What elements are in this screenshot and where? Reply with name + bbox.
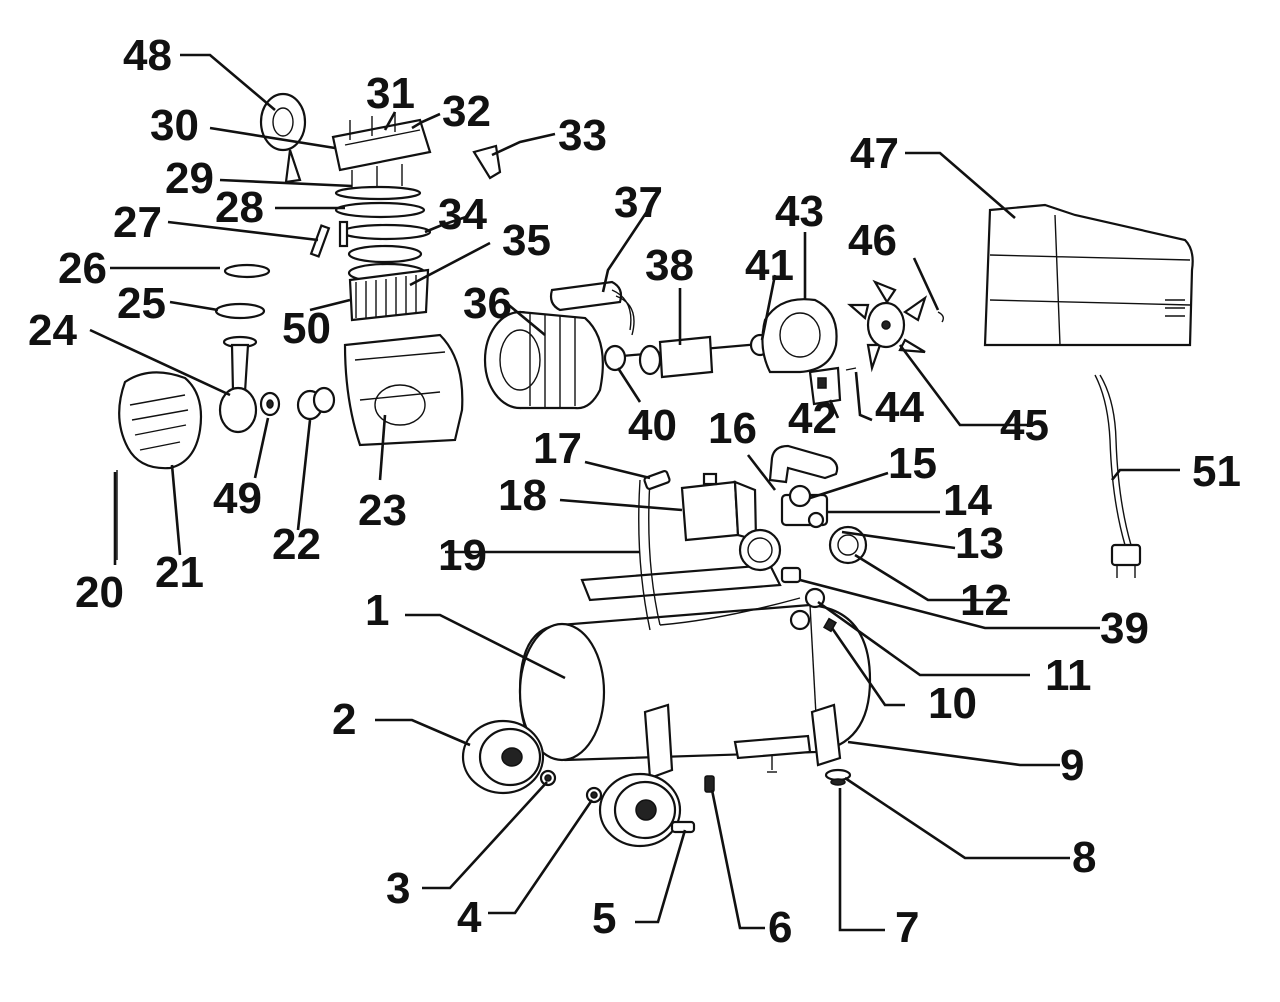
- label-24: 24: [28, 306, 77, 355]
- label-4: 4: [457, 893, 482, 942]
- fitting-part-10: [823, 617, 837, 633]
- label-32: 32: [442, 87, 491, 136]
- label-14: 14: [943, 476, 992, 525]
- gasket-part-34: [340, 223, 432, 241]
- valve-manifold-part: [780, 484, 829, 529]
- label-51: 51: [1192, 447, 1241, 496]
- label-49: 49: [213, 474, 262, 523]
- label-43: 43: [775, 187, 824, 236]
- label-1: 1: [365, 586, 389, 635]
- piston-pin-part: [309, 224, 331, 258]
- label-11: 11: [1045, 651, 1092, 700]
- label-9: 9: [1060, 741, 1084, 790]
- piston-ring-part-26: [223, 263, 271, 279]
- nut-part-4: [585, 786, 603, 804]
- label-45: 45: [1000, 401, 1049, 450]
- fan-cover-part: [116, 371, 203, 560]
- label-18: 18: [498, 471, 547, 520]
- nut-part-3: [539, 769, 557, 787]
- label-41: 41: [745, 241, 794, 290]
- motor-end-cover-part: [761, 298, 838, 374]
- label-26: 26: [58, 244, 107, 293]
- label-25: 25: [117, 279, 166, 328]
- gauge-part-13: [738, 528, 782, 572]
- label-15: 15: [888, 439, 937, 488]
- coupling-part-39: [780, 566, 802, 584]
- switch-box-part: [808, 366, 842, 406]
- label-22: 22: [272, 520, 321, 569]
- label-42: 42: [788, 394, 837, 443]
- label-10: 10: [928, 679, 977, 728]
- label-46: 46: [848, 216, 897, 265]
- rubber-foot-part: [824, 768, 852, 786]
- label-35: 35: [502, 216, 551, 265]
- label-6: 6: [768, 903, 792, 952]
- label-33: 33: [558, 111, 607, 160]
- check-valve-part: [643, 470, 671, 490]
- label-12: 12: [960, 576, 1009, 625]
- leader-lines: [89, 53, 1180, 932]
- elbow-part-33: [472, 144, 502, 180]
- label-8: 8: [1072, 833, 1096, 882]
- valve-plate-part: [334, 164, 426, 219]
- label-17: 17: [533, 424, 582, 473]
- screw-part-44: [845, 367, 857, 371]
- wheel-part-2: [461, 719, 545, 795]
- label-27: 27: [113, 198, 162, 247]
- pin-part: [338, 220, 349, 248]
- pressure-switch-part: [680, 472, 758, 542]
- tank-top-bracket: [580, 479, 801, 631]
- power-cord-part: [1094, 374, 1142, 578]
- label-21: 21: [155, 548, 204, 597]
- label-39: 39: [1100, 604, 1149, 653]
- part-number-labels: 48 31 32 30 33 29 28 27 34 47 37 43 35 4…: [28, 31, 1241, 952]
- cylinder-part: [347, 244, 430, 322]
- foot-screw-part: [767, 755, 777, 773]
- bearing-part-40: [603, 344, 627, 372]
- label-29: 29: [165, 154, 214, 203]
- shroud-part: [983, 203, 1194, 347]
- label-50: 50: [282, 304, 331, 353]
- label-20: 20: [75, 568, 124, 617]
- fan-part: [847, 279, 928, 373]
- label-48: 48: [123, 31, 172, 80]
- cylinder-head-part: [331, 112, 432, 172]
- label-5: 5: [592, 894, 616, 943]
- piston-ring-part-25: [214, 302, 266, 320]
- label-31: 31: [366, 69, 415, 118]
- label-23: 23: [358, 486, 407, 535]
- drain-plug-part: [704, 775, 715, 793]
- clip-part-46: [937, 311, 945, 323]
- label-40: 40: [628, 401, 677, 450]
- label-28: 28: [215, 183, 264, 232]
- label-47: 47: [850, 129, 899, 178]
- bearing-part: [259, 391, 281, 417]
- label-19: 19: [438, 531, 487, 580]
- label-16: 16: [708, 404, 757, 453]
- label-36: 36: [463, 279, 512, 328]
- label-2: 2: [332, 695, 356, 744]
- label-38: 38: [645, 241, 694, 290]
- crankcase-part: [343, 333, 464, 447]
- label-30: 30: [150, 101, 199, 150]
- label-34: 34: [438, 190, 487, 239]
- label-44: 44: [875, 383, 924, 432]
- connecting-rod-part: [218, 335, 258, 434]
- gauge-part-12: [828, 525, 868, 565]
- wheel-part-5: [598, 772, 696, 848]
- label-13: 13: [955, 519, 1004, 568]
- rotor-part: [621, 335, 761, 379]
- label-37: 37: [614, 178, 663, 227]
- eccentric-part: [296, 386, 336, 421]
- tank-feet-part: [643, 703, 842, 780]
- delivery-pipe-part: [768, 444, 839, 484]
- stator-part: [483, 310, 604, 410]
- label-3: 3: [386, 864, 410, 913]
- label-7: 7: [895, 903, 919, 952]
- air-tank-part: [518, 603, 872, 762]
